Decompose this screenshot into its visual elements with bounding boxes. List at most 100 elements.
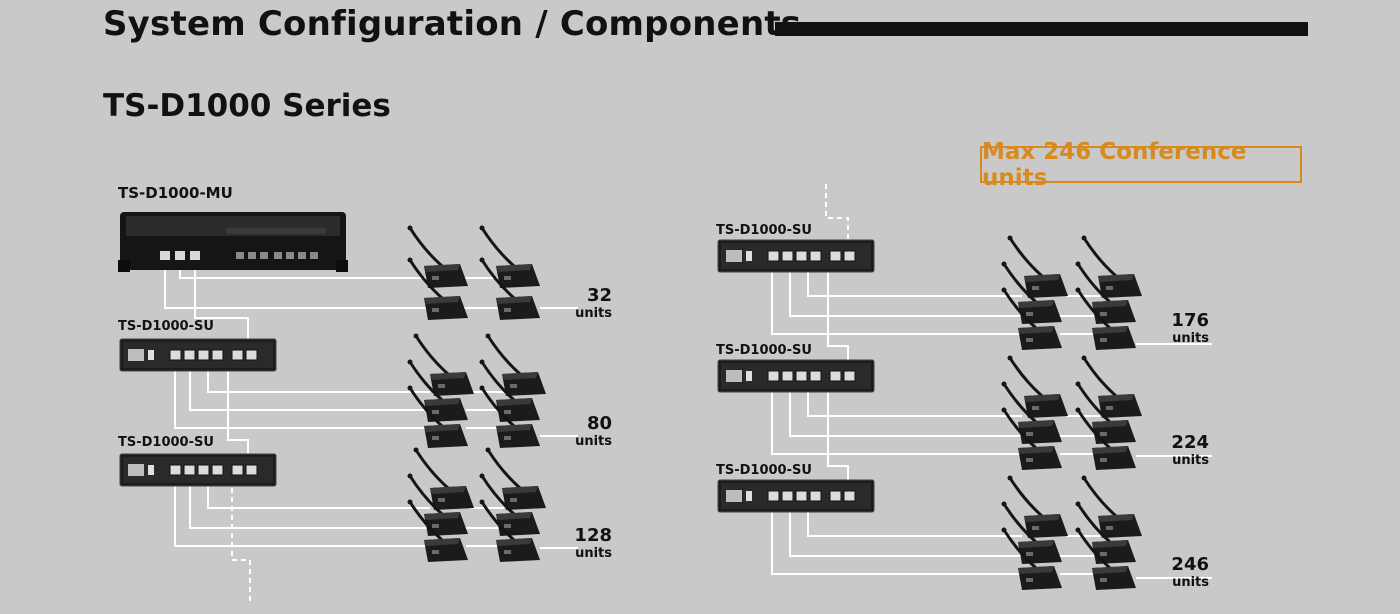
conference-unit-icon	[479, 499, 540, 562]
port-icon	[169, 464, 182, 476]
master-unit	[118, 212, 348, 272]
power-icon	[726, 370, 742, 382]
conference-unit-icon	[407, 359, 468, 422]
port-icon	[767, 490, 780, 502]
port-icon	[767, 250, 780, 262]
port-icon	[843, 490, 856, 502]
port-icon	[183, 464, 196, 476]
conference-unit-icon	[413, 447, 474, 510]
conference-unit-icon	[479, 473, 540, 536]
cable-line	[207, 362, 430, 393]
conference-unit-icon	[407, 225, 468, 288]
power-icon	[128, 349, 144, 361]
conference-unit-icon	[1007, 475, 1068, 538]
expansion-link-left	[231, 470, 251, 602]
devices	[118, 212, 875, 513]
cable-line	[771, 502, 1022, 575]
conference-unit-icon	[1081, 475, 1142, 538]
conference-unit-icon	[1001, 381, 1062, 444]
slave-unit-right-3	[717, 479, 875, 513]
port-icon	[231, 349, 244, 361]
conference-unit-icon	[485, 447, 546, 510]
slave-unit-left-1	[119, 338, 277, 372]
conference-unit-icon	[479, 257, 540, 320]
device-label-su-right-2: TS-D1000-SU	[716, 343, 812, 358]
port-icon	[809, 370, 822, 382]
conference-unit-icon	[1075, 501, 1136, 564]
page-title: System Configuration / Components	[103, 4, 802, 44]
power-icon	[726, 490, 742, 502]
port-icon	[211, 349, 224, 361]
conference-unit-icon	[407, 257, 468, 320]
cable-line	[189, 362, 430, 411]
port-icon	[843, 370, 856, 382]
port-icon	[160, 251, 170, 260]
port-icon	[211, 464, 224, 476]
slave-unit-left-2	[119, 453, 277, 487]
port-icon	[169, 349, 182, 361]
conference-unit-icon	[1001, 261, 1062, 324]
conference-unit-icon	[1081, 355, 1142, 418]
conference-unit-icon	[1007, 355, 1068, 418]
conference-unit-icon	[1075, 407, 1136, 470]
cable-line	[174, 362, 430, 429]
cable-line	[789, 502, 1022, 557]
conference-unit-icon	[479, 385, 540, 448]
cable-line	[827, 382, 849, 482]
port-icon	[795, 250, 808, 262]
cable-line	[827, 262, 849, 362]
cable-line	[164, 262, 430, 309]
cable-line	[807, 262, 1022, 297]
port-icon	[795, 370, 808, 382]
conference-units	[407, 225, 1142, 590]
port-icon	[190, 251, 200, 260]
cable-line	[807, 502, 1022, 537]
port-icon	[795, 490, 808, 502]
cable-line	[227, 362, 249, 456]
title-rule	[775, 22, 1308, 36]
cable-line	[174, 477, 430, 547]
port-icon	[197, 349, 210, 361]
port-icon	[829, 370, 842, 382]
port-icon	[767, 370, 780, 382]
conference-unit-icon	[1001, 287, 1062, 350]
cable-line	[207, 477, 430, 509]
cable-line	[789, 262, 1022, 317]
series-title: TS-D1000 Series	[103, 88, 391, 124]
conference-unit-icon	[1075, 261, 1136, 324]
port-icon	[809, 250, 822, 262]
cables-right	[771, 262, 1212, 579]
conference-unit-icon	[1081, 235, 1142, 298]
conference-unit-icon	[1001, 501, 1062, 564]
port-icon	[245, 349, 258, 361]
port-icon	[183, 349, 196, 361]
port-icon	[809, 490, 822, 502]
cable-line	[771, 382, 1022, 455]
conference-unit-icon	[1007, 235, 1068, 298]
port-icon	[781, 370, 794, 382]
slave-unit-right-1	[717, 239, 875, 273]
port-icon	[231, 464, 244, 476]
device-label-mu: TS-D1000-MU	[118, 184, 233, 202]
device-label-su-left-2: TS-D1000-SU	[118, 435, 214, 450]
port-icon	[781, 250, 794, 262]
cable-line	[194, 262, 249, 340]
power-icon	[726, 250, 742, 262]
conference-unit-icon	[1075, 527, 1136, 590]
port-icon	[245, 464, 258, 476]
expansion-link-right	[825, 182, 849, 248]
cable-line	[771, 262, 1022, 335]
device-label-su-left-1: TS-D1000-SU	[118, 319, 214, 334]
port-icon	[829, 490, 842, 502]
cable-line	[189, 477, 430, 529]
port-icon	[843, 250, 856, 262]
conference-unit-icon	[485, 333, 546, 396]
cable-line	[789, 382, 1022, 437]
conference-unit-icon	[1075, 381, 1136, 444]
conference-unit-icon	[407, 499, 468, 562]
